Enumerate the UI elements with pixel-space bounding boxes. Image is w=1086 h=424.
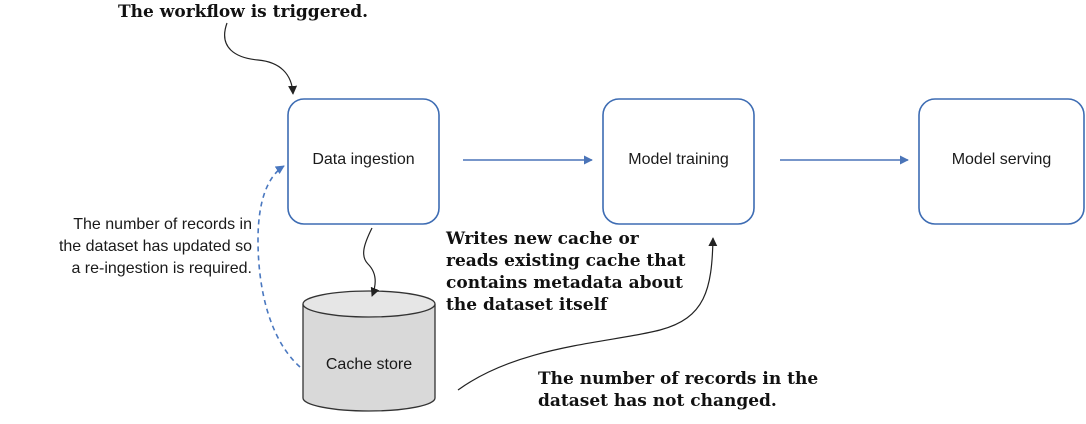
cache-io-note: Writes new cache or reads existing cache… <box>446 229 686 315</box>
reingestion-dashed-arrow <box>257 165 301 368</box>
cache-to-training-arrow <box>457 237 718 391</box>
model-serving-box <box>918 98 1085 225</box>
data-ingestion-box <box>287 98 440 225</box>
cache-store-cylinder <box>302 290 436 412</box>
cache-store-label: Cache store <box>325 356 413 373</box>
model-training-box <box>602 98 755 225</box>
ingestion-to-cache-arrow <box>363 227 380 297</box>
model-training-label: Model training <box>628 151 729 168</box>
records-updated-note: The number of records in the dataset has… <box>58 216 252 277</box>
trigger-arrow <box>224 22 298 95</box>
workflow-triggered-note: The workflow is triggered. <box>118 2 369 22</box>
data-ingestion-label: Data ingestion <box>312 151 415 168</box>
records-unchanged-note: The number of records in the dataset has… <box>538 369 819 411</box>
model-serving-label: Model serving <box>951 151 1052 168</box>
